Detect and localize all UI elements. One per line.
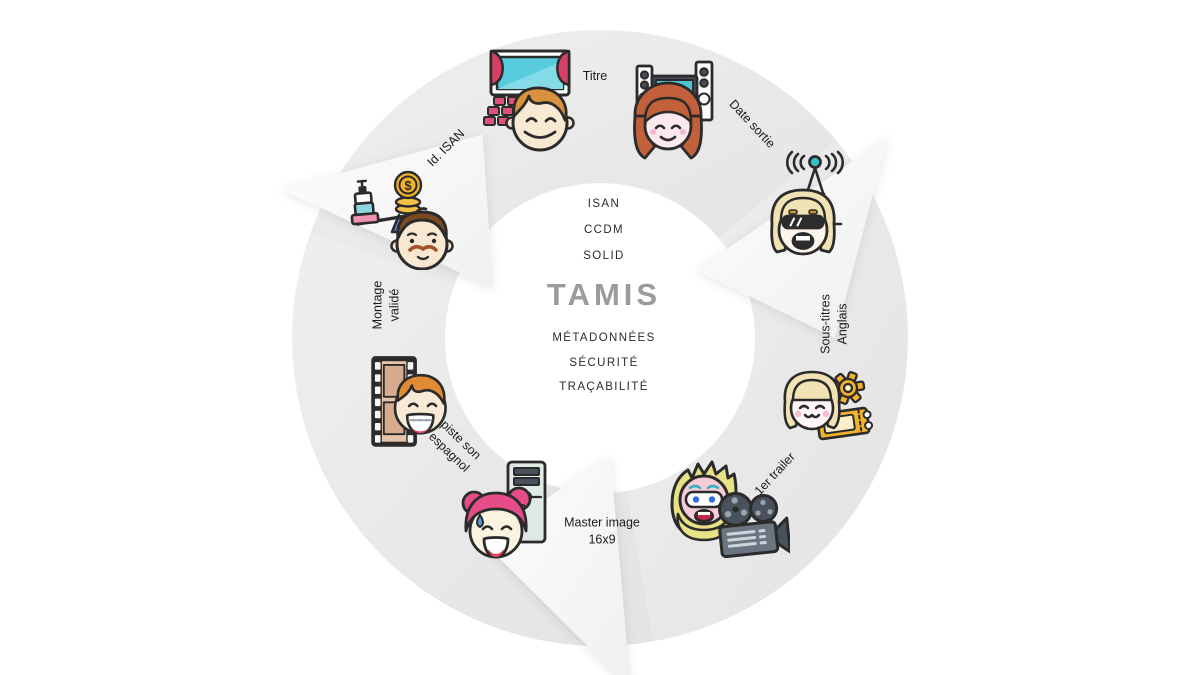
label-montage-line1: Montage <box>370 280 385 330</box>
center-line-ccdm: CCDM <box>583 224 625 236</box>
scale-left-stack <box>350 179 380 226</box>
film-camera-man-icon <box>648 452 790 572</box>
cinema-theater-man-icon <box>478 46 584 152</box>
balance-scale-man-icon: $ <box>350 158 464 270</box>
center-line-metadonnees: MÉTADONNÉES <box>552 332 656 344</box>
home-theater-woman-icon <box>619 58 731 166</box>
coin-stack-icon: $ <box>393 170 423 215</box>
label-sous-titres-anglais: Sous-titres Anglais <box>818 294 851 354</box>
label-sous-titres-line2: Anglais <box>835 303 849 345</box>
label-titre: Titre <box>582 68 608 83</box>
label-sous-titres-line1: Sous-titres <box>818 294 833 354</box>
computer-tower-woman-icon <box>452 457 562 567</box>
label-master-image-line1: Master image <box>564 515 640 530</box>
arrowhead-bottom <box>482 455 630 675</box>
center-line-solid: SOLID <box>583 250 625 262</box>
label-master-image: Master image 16x9 <box>564 515 640 548</box>
radio-waves <box>785 150 845 175</box>
film-strip-man-icon <box>364 350 456 451</box>
sunglasses-icon <box>781 214 825 230</box>
ticket-woman-icon <box>772 350 878 450</box>
label-montage-line2: validé <box>387 288 401 322</box>
label-master-image-line2: 16x9 <box>588 532 616 546</box>
movie-camera-icon <box>718 491 790 559</box>
center-line-tracabilite: TRAÇABILITÉ <box>559 381 649 393</box>
dollar-sign-icon: $ <box>404 178 412 193</box>
center-line-securite: SÉCURITÉ <box>569 357 639 369</box>
diagram-title: TAMIS <box>546 277 662 312</box>
broadcast-antenna-woman-icon <box>755 146 861 264</box>
center-line-isan: ISAN <box>587 198 621 210</box>
label-montage-valide: Montage validé <box>370 281 403 330</box>
